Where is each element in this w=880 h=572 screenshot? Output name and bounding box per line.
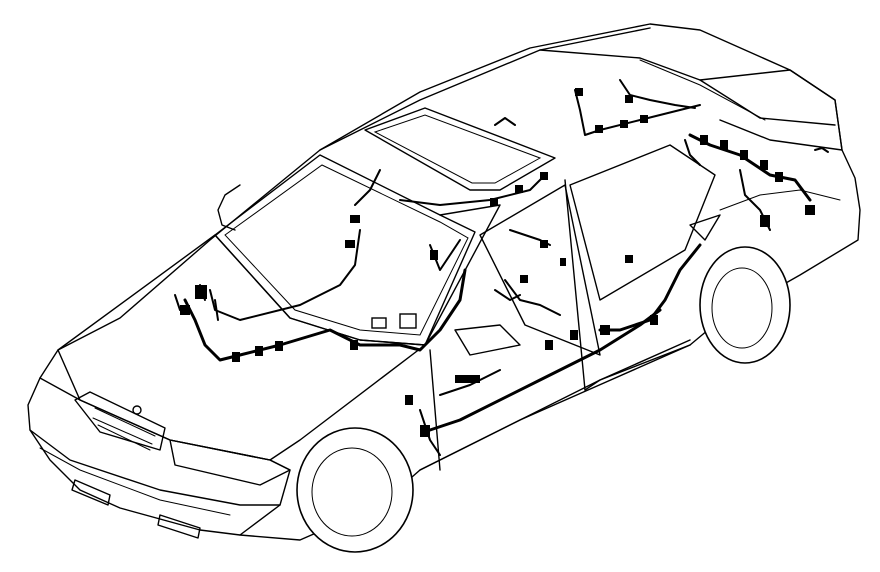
connector: [600, 325, 610, 335]
headlight: [169, 439, 291, 486]
roof-line: [319, 27, 651, 151]
rear-wheel: [699, 246, 791, 364]
bumper-lower: [39, 447, 231, 516]
connector: [640, 115, 648, 123]
antenna-loop: [217, 184, 241, 231]
connector: [775, 172, 783, 182]
connector: [720, 140, 728, 150]
connector: [350, 340, 358, 350]
sunroof-harness: [494, 117, 516, 126]
rear-harness: [598, 243, 702, 332]
hood-emblem: [132, 405, 142, 415]
connector: [740, 150, 748, 160]
floor-harness: [428, 308, 662, 432]
connector: [620, 120, 628, 128]
rear-rim: [711, 267, 773, 349]
door-seam: [429, 339, 691, 471]
taillight-harness: [814, 147, 829, 153]
connectors: [180, 88, 815, 437]
windshield-inner: [224, 164, 469, 336]
connector: [540, 172, 548, 180]
front-door-window: [479, 184, 601, 356]
engine-bay-branch: [209, 229, 361, 321]
connector: [570, 330, 578, 340]
connector: [545, 340, 553, 350]
connector: [350, 215, 360, 223]
sunroof-inner: [373, 114, 542, 184]
hood: [57, 234, 426, 461]
rear-quarter-window: [689, 214, 721, 241]
rear-body-detail: [719, 189, 841, 211]
connector: [275, 341, 283, 351]
connector: [625, 95, 633, 103]
front-wheel: [296, 427, 414, 553]
connector: [232, 352, 240, 362]
connector: [345, 240, 355, 248]
trunk-lid: [699, 69, 843, 151]
connector: [515, 185, 523, 193]
connector: [180, 305, 190, 315]
connector: [595, 125, 603, 133]
connector: [195, 285, 207, 299]
rear-roof-branch: [619, 79, 696, 109]
grille-slats: [92, 407, 156, 451]
roof-rear-edge: [539, 49, 836, 126]
connector: [399, 313, 417, 329]
fog-light-right: [157, 514, 201, 539]
rear-door-window: [569, 144, 716, 301]
side-mirror: [454, 324, 521, 356]
grille: [74, 391, 166, 451]
connector: [490, 198, 498, 206]
connector: [805, 205, 815, 215]
connector: [455, 375, 480, 383]
connector: [420, 425, 430, 437]
connector: [760, 160, 768, 170]
rocker-panel: [419, 344, 691, 471]
connector: [255, 346, 263, 356]
connector: [700, 135, 708, 145]
b-pillar: [564, 179, 586, 391]
connector: [560, 258, 566, 266]
connector: [540, 240, 548, 248]
connector: [650, 315, 658, 325]
a-pillar: [424, 204, 501, 346]
connector: [760, 215, 770, 227]
front-bumper: [29, 429, 281, 506]
rear-spoiler-edge: [639, 59, 766, 121]
sunroof: [364, 107, 556, 191]
dash-harness: [398, 268, 467, 352]
connector: [575, 88, 583, 96]
connector: [405, 395, 413, 405]
seat-harness: [494, 289, 521, 301]
car-body: [27, 23, 861, 541]
floor-branch: [419, 369, 501, 456]
front-tire: [296, 427, 414, 553]
connector: [371, 317, 387, 329]
connector: [625, 255, 633, 263]
fog-light-left: [71, 479, 111, 506]
connector: [520, 275, 528, 283]
connector: [430, 250, 438, 260]
front-rim: [311, 447, 393, 537]
rear-tire: [699, 246, 791, 364]
